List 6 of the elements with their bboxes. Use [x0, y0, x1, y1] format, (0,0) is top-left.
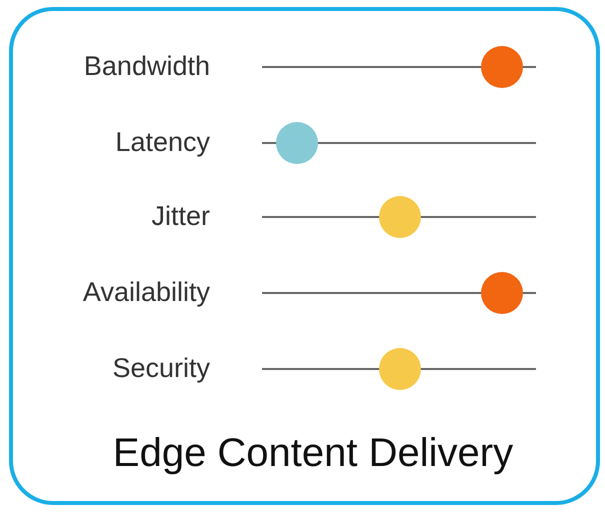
slider-label: Jitter [150, 200, 210, 232]
caption: Edge Content Delivery [112, 430, 514, 476]
slider-label: Bandwidth [82, 50, 210, 82]
slider-label: Latency [114, 126, 210, 158]
slider-label: Availability [82, 276, 210, 308]
slider-label: Security [111, 352, 210, 384]
